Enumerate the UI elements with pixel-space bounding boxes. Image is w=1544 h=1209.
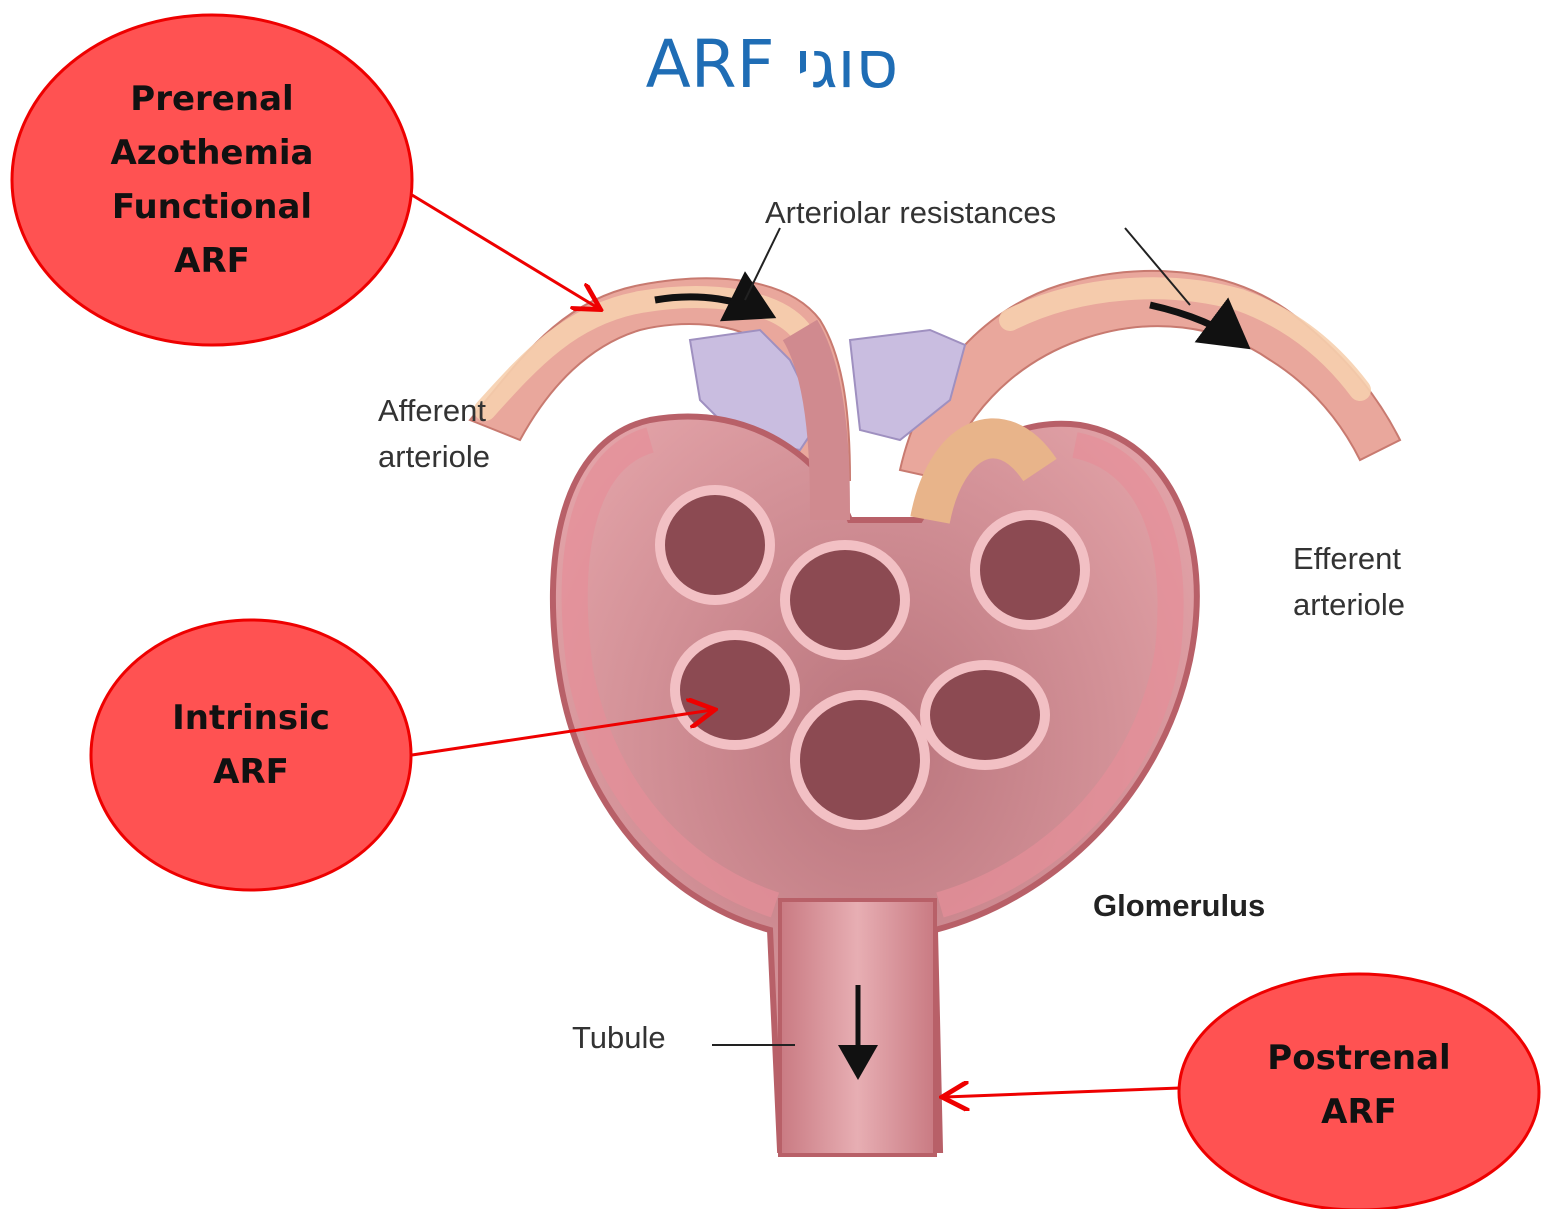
arteriolar-resistances-label: Arteriolar resistances	[765, 190, 1056, 236]
afferent-arteriole-label: Afferent arteriole	[378, 388, 490, 480]
prerenal-arrow	[412, 195, 598, 308]
postrenal-callout-label: Postrenal ARF	[1209, 1005, 1509, 1165]
prerenal-line-4: ARF	[110, 234, 313, 288]
afferent-line-2: arteriole	[378, 434, 490, 480]
postrenal-arrow	[945, 1088, 1180, 1097]
prerenal-callout-label: Prerenal Azothemia Functional ARF	[52, 40, 372, 320]
intrinsic-line-2: ARF	[172, 745, 330, 799]
efferent-line-1: Efferent	[1293, 536, 1405, 582]
glomerulus-label: Glomerulus	[1093, 883, 1265, 929]
efferent-line-2: arteriole	[1293, 582, 1405, 628]
postrenal-line-1: Postrenal	[1267, 1031, 1450, 1085]
intrinsic-line-1: Intrinsic	[172, 691, 330, 745]
prerenal-line-3: Functional	[110, 180, 313, 234]
efferent-arteriole-label: Efferent arteriole	[1293, 536, 1405, 628]
prerenal-line-1: Prerenal	[110, 72, 313, 126]
afferent-line-1: Afferent	[378, 388, 490, 434]
prerenal-line-2: Azothemia	[110, 126, 313, 180]
tubule-label: Tubule	[572, 1015, 666, 1061]
postrenal-line-2: ARF	[1267, 1085, 1450, 1139]
intrinsic-callout-label: Intrinsic ARF	[111, 665, 391, 825]
